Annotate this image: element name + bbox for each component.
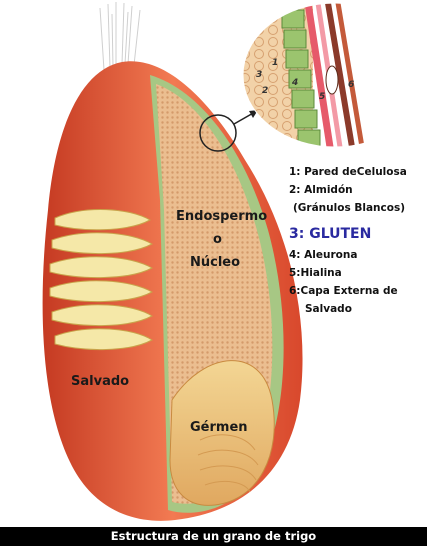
inset-label-3: 3 — [256, 70, 262, 80]
grain-hairs — [100, 2, 140, 70]
nucleus-label: Núcleo — [190, 255, 240, 270]
legend-item-5: 5:Hialina — [289, 267, 342, 279]
legend-item-3-gluten: 3: GLUTEN — [289, 226, 371, 242]
endosperm-label: Endospermo — [176, 209, 267, 224]
germ-label: Gérmen — [190, 420, 248, 435]
legend-item-6: 6:Capa Externa de — [289, 285, 398, 297]
caption-bar: Estructura de un grano de trigo — [0, 527, 427, 546]
endosperm-label-connector: o — [213, 232, 222, 247]
legend-item-2: 2: Almidón — [289, 184, 353, 196]
legend-item-2-detail: (Gránulos Blancos) — [293, 202, 405, 214]
inset-label-6: 6 — [348, 80, 354, 90]
inset-label-5: 5 — [319, 92, 325, 102]
legend-item-4: 4: Aleurona — [289, 249, 357, 261]
inset-label-1: 1 — [272, 58, 278, 68]
legend-item-6-detail: Salvado — [305, 303, 352, 315]
inset-label-2: 2 — [262, 86, 268, 96]
bran-label: Salvado — [71, 374, 129, 389]
inset-label-4: 4 — [292, 78, 298, 88]
legend-item-1: 1: Pared deCelulosa — [289, 166, 407, 178]
